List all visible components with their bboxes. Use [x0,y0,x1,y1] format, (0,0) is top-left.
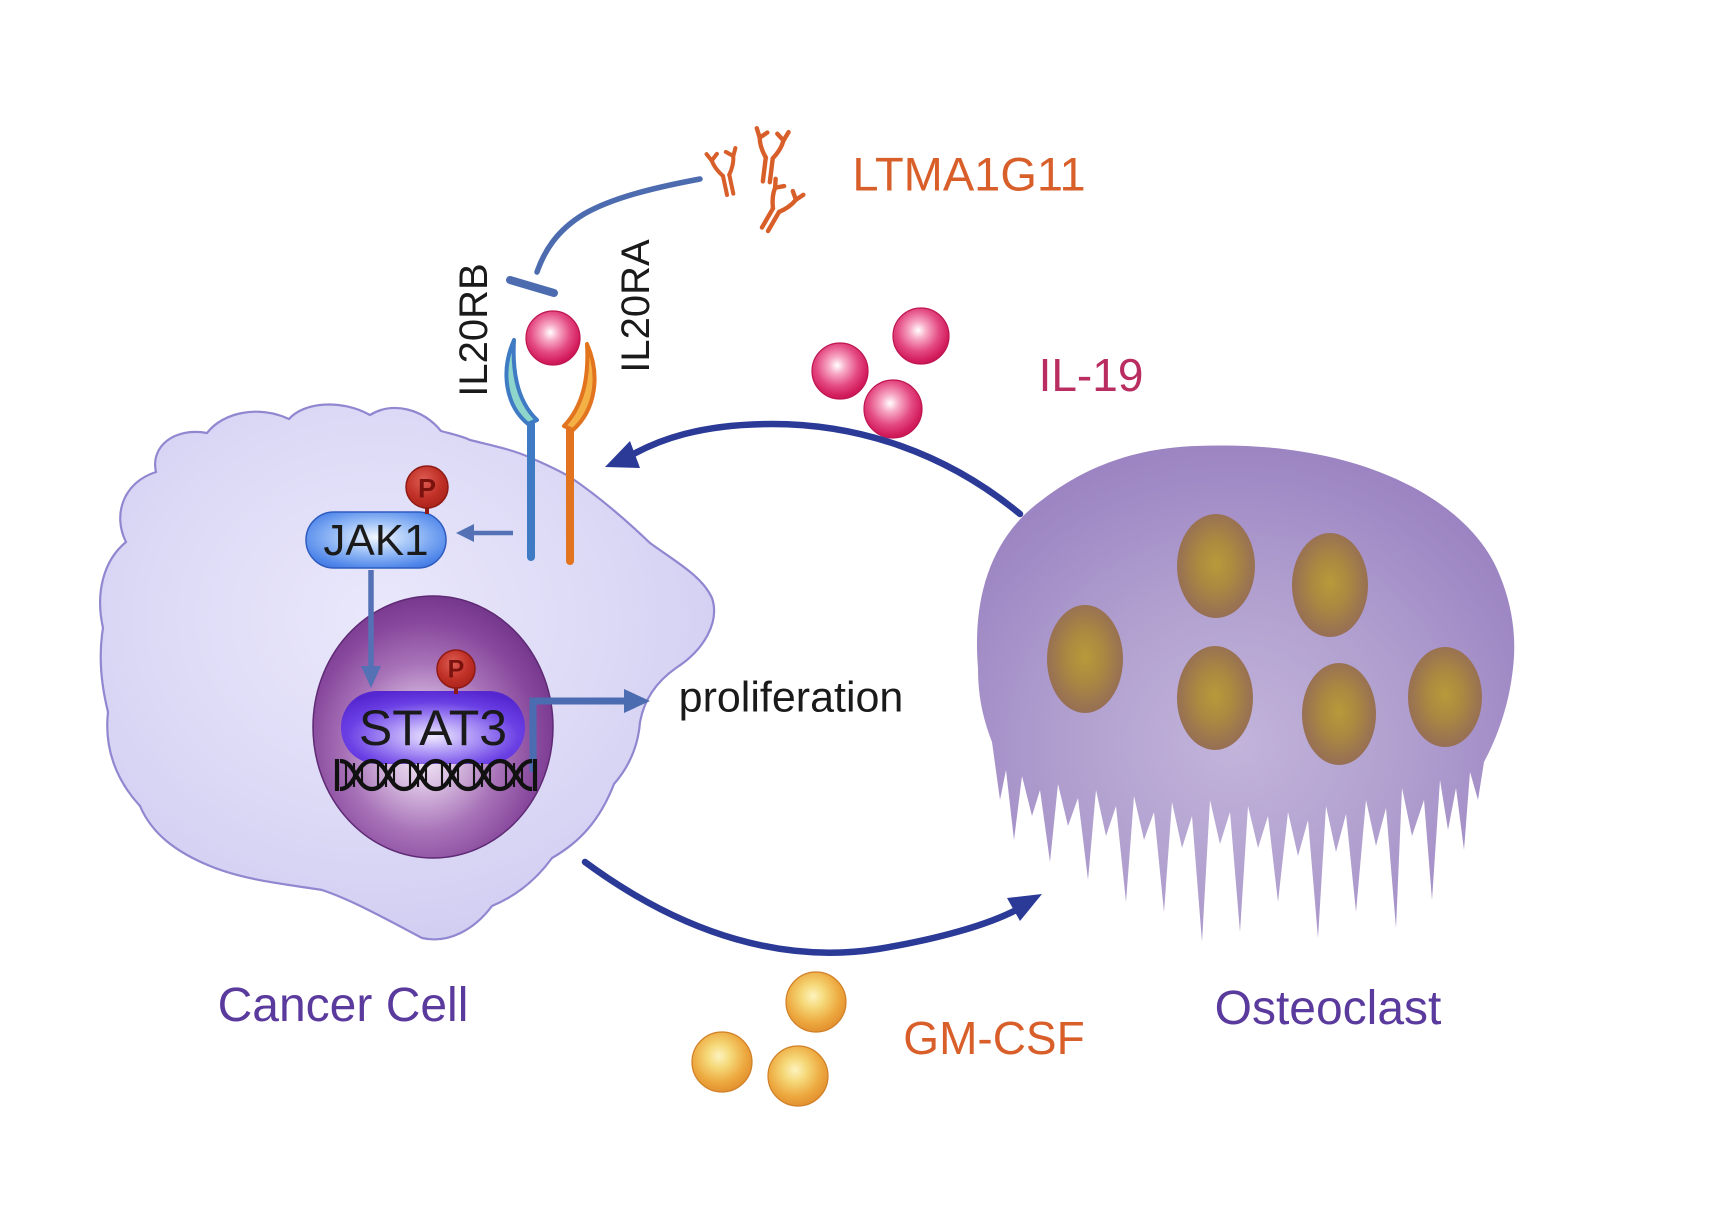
gmcsf-molecules [691,971,847,1107]
il20rb-label: IL20RB [452,263,496,397]
gmcsf-molecule-icon [767,1045,829,1107]
gmcsf-arrow [581,858,1042,956]
stat3-label: STAT3 [358,700,508,756]
antibody-icon [759,176,806,234]
ltma1g11-label: LTMA1G11 [852,147,1086,201]
il19-molecule-icon [811,342,869,400]
stat3-protein-icon [341,649,525,764]
antibody-icon [754,126,791,185]
antibody-icon [704,146,738,197]
gmcsf-label: GM-CSF [903,1012,1085,1064]
osteoclast-nucleus-icon [1302,663,1376,765]
osteoclast-nucleus-icon [1292,533,1368,637]
phosphate-icon [405,465,449,509]
osteoclast-nucleus-icon [1177,646,1253,750]
stat3-to-proliferation-arrow [529,689,650,772]
il19-molecule-icon [863,379,923,439]
il19-molecules [811,307,950,439]
dna-helix-icon [334,758,538,792]
jak1-protein-icon [305,465,449,569]
gmcsf-molecule-icon [691,1031,753,1093]
osteoclast-nucleus-icon [1408,647,1482,747]
il20rb-receptor-icon [504,338,539,561]
phospho-label-stat3: P [447,655,465,684]
osteoclast-nucleus-icon [1047,605,1123,713]
cancer-cell-label: Cancer Cell [217,979,469,1032]
inhibition-arrow [506,176,703,297]
antibody-icons [704,126,806,234]
receptor-to-jak1-arrow [456,524,513,542]
proliferation-label: proliferation [678,673,904,722]
jak1-label: JAK1 [323,516,429,565]
il19-molecule-icon [892,307,950,365]
jak1-to-stat3-arrow [361,570,381,688]
osteoclast-nuclei [1047,514,1482,765]
gmcsf-molecule-icon [785,971,847,1033]
il19-molecule-bound-icon [525,310,581,366]
il20ra-label: IL20RA [614,239,658,373]
phospho-label-jak1: P [417,473,437,504]
il19-arrow [605,420,1024,518]
phosphate-icon [436,649,476,689]
osteoclast-nucleus-icon [1177,514,1255,618]
il20ra-receptor-icon [562,342,597,565]
il19-label: IL-19 [1038,349,1144,401]
osteoclast-label: Osteoclast [1214,982,1442,1035]
